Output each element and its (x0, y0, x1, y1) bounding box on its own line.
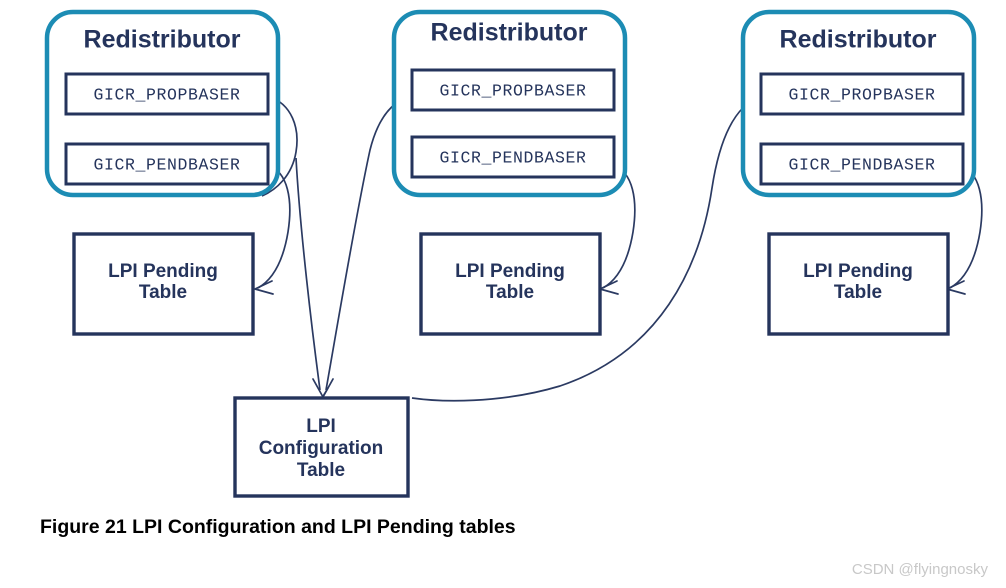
lpi-pending-table-2-line2: Table (486, 282, 534, 303)
redistributor-2-pendbaser-box (410, 135, 616, 179)
lpi-configuration-table-line3: Table (297, 460, 345, 481)
redistributor-2-propbaser-box (410, 68, 616, 112)
redistributor-3-title: Redistributor (780, 26, 937, 54)
redistributor-3-propbaser-label: GICR_PROPBASER (788, 85, 935, 104)
lpi-pending-table-2-line1: LPI Pending (455, 261, 565, 282)
redistributor-1-title: Redistributor (84, 26, 241, 54)
redistributor-3-propbaser-box (759, 72, 965, 116)
lpi-pending-table-1-box (72, 232, 255, 336)
lpi-pending-table-3-box (767, 232, 950, 336)
connector-propbaser-to-config-table-2 (325, 95, 414, 391)
lpi-pending-table-3-line2: Table (834, 282, 882, 303)
watermark: CSDN @flyingnosky (851, 561, 988, 578)
redistributor-3: Redistributor GICR_PROPBASER GICR_PENDBA… (740, 9, 977, 198)
lpi-pending-table-1: LPI Pending Table (72, 232, 255, 336)
redistributor-2-title: Redistributor (431, 19, 588, 47)
redistributor-1-pendbaser-box (64, 142, 270, 186)
lpi-configuration-table-box (233, 396, 410, 498)
lpi-pending-table-1-line1: LPI Pending (108, 261, 218, 282)
redistributor-1-propbaser-box (64, 72, 270, 116)
connector-propbaser-to-config-table-1 (261, 95, 298, 197)
redistributor-2-pendbaser-label: GICR_PENDBASER (439, 148, 586, 167)
lpi-pending-table-1-line2: Table (139, 282, 187, 303)
lpi-configuration-table: LPI Configuration Table (233, 396, 410, 498)
redistributor-2: Redistributor GICR_PROPBASER GICR_PENDBA… (391, 9, 628, 198)
connector-group-propbaser (261, 95, 763, 404)
redistributor-2-propbaser-label: GICR_PROPBASER (439, 81, 586, 100)
redistributor-1: Redistributor GICR_PROPBASER GICR_PENDBA… (44, 9, 281, 198)
redistributor-1-propbaser-label: GICR_PROPBASER (93, 85, 240, 104)
lpi-pending-table-3-line1: LPI Pending (803, 261, 913, 282)
connector-propbaser-to-config-table-3 (411, 95, 763, 402)
redistributor-3-pendbaser-box (759, 142, 965, 186)
redistributor-3-pendbaser-label: GICR_PENDBASER (788, 155, 935, 174)
lpi-pending-table-3: LPI Pending Table (767, 232, 950, 336)
connector-pendbaser-to-pending-table-1 (257, 164, 291, 289)
connector-propbaser-to-config-table-1b (295, 157, 321, 391)
arrowhead-config-table-top (312, 378, 334, 398)
lpi-pending-table-2: LPI Pending Table (419, 232, 602, 336)
figure-caption: Figure 21 LPI Configuration and LPI Pend… (40, 516, 516, 538)
lpi-pending-table-2-box (419, 232, 602, 336)
redistributor-1-pendbaser-label: GICR_PENDBASER (93, 155, 240, 174)
arrowhead-pending-table-1 (254, 280, 274, 295)
lpi-configuration-table-line1: LPI (306, 416, 336, 437)
lpi-configuration-table-line2: Configuration (259, 438, 384, 459)
